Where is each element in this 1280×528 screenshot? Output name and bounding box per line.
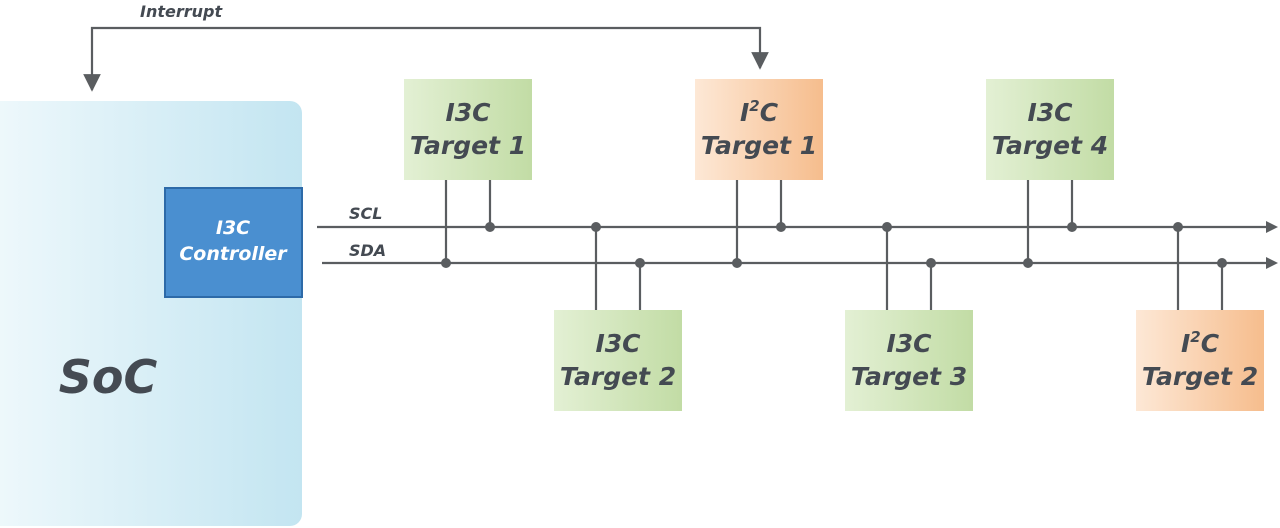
sda-label: SDA xyxy=(349,241,386,260)
soc-block: SoC xyxy=(0,101,302,526)
soc-label: SoC xyxy=(59,350,158,404)
scl-junction xyxy=(776,222,786,232)
scl-junction xyxy=(485,222,495,232)
sda-junction xyxy=(441,258,451,268)
i3c-target-1: I3C Target 1 xyxy=(404,79,532,268)
scl-junction xyxy=(882,222,892,232)
sda-junction xyxy=(635,258,645,268)
sda-junction xyxy=(1023,258,1033,268)
target-label-line1: I2C xyxy=(1181,328,1220,358)
i3c-target-4: I3C Target 4 xyxy=(986,79,1114,268)
scl-junction xyxy=(1067,222,1077,232)
target-label-line1: I3C xyxy=(595,329,641,358)
target-label-line1: I3C xyxy=(1027,98,1073,127)
i3c-controller: I3C Controller xyxy=(164,187,303,298)
i2c-target-1: I2C Target 1 xyxy=(695,79,823,268)
target-label-line2: Target 4 xyxy=(992,131,1108,160)
scl-junction xyxy=(591,222,601,232)
controller-label-line1: I3C xyxy=(216,217,250,239)
sda-junction xyxy=(926,258,936,268)
target-label-line2: Target 2 xyxy=(560,362,676,391)
scl-label: SCL xyxy=(349,204,382,223)
sda-junction xyxy=(732,258,742,268)
scl-line: SCL xyxy=(317,204,1278,233)
target-label-line1: I2C xyxy=(740,97,779,127)
scl-junction xyxy=(1173,222,1183,232)
i3c-target-2: I3C Target 2 xyxy=(554,222,682,411)
i3c-target-3: I3C Target 3 xyxy=(845,222,973,411)
sda-line: SDA xyxy=(322,241,1278,269)
target-label-line1: I3C xyxy=(886,329,932,358)
target-label-line2: Target 1 xyxy=(701,131,817,160)
i2c-target-2: I2C Target 2 xyxy=(1136,222,1264,411)
target-label-line2: Target 3 xyxy=(851,362,967,391)
target-label-line2: Target 1 xyxy=(410,131,526,160)
target-label-line2: Target 2 xyxy=(1142,362,1258,391)
target-label-line1: I3C xyxy=(445,98,491,127)
interrupt-line: Interrupt xyxy=(83,2,769,92)
interrupt-label: Interrupt xyxy=(140,2,223,21)
sda-junction xyxy=(1217,258,1227,268)
controller-label-line2: Controller xyxy=(179,243,288,265)
